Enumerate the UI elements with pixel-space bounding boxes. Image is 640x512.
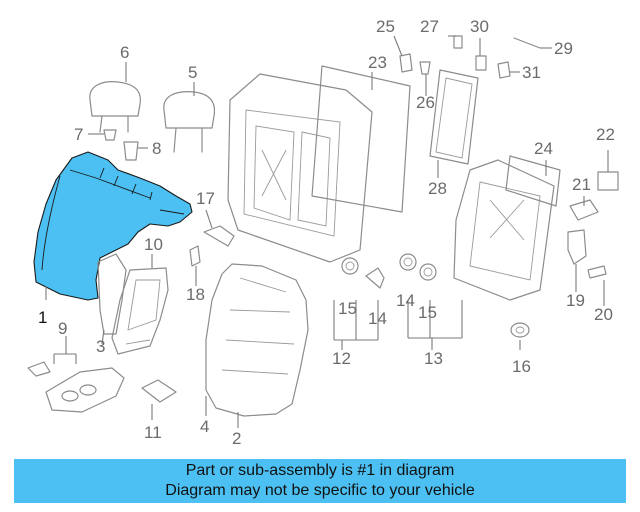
callout-13[interactable]: 13: [424, 349, 443, 368]
part-5-headrest[interactable]: [163, 91, 216, 153]
part-21-cover[interactable]: [569, 199, 599, 221]
callout-14b[interactable]: 14: [396, 291, 415, 310]
callout-16[interactable]: 16: [512, 357, 531, 376]
part-31-clip[interactable]: [497, 61, 511, 79]
part-2-seat-back-cushion[interactable]: [205, 263, 309, 417]
part-16-washer[interactable]: [510, 322, 530, 338]
callout-12[interactable]: 12: [332, 349, 351, 368]
info-banner: Part or sub-assembly is #1 in diagram Di…: [14, 459, 626, 503]
part-3-side-bolster[interactable]: [97, 253, 127, 335]
part-15-bushing-left[interactable]: [341, 257, 359, 275]
part-22-button[interactable]: [597, 171, 619, 191]
part-10-armrest-frame[interactable]: [111, 267, 169, 355]
diagram-canvas: 1 2 3 4 5 6 7 8 9 10 11 12 13 14 14 15 1…: [27, 17, 619, 448]
part-29-rod[interactable]: [513, 37, 541, 49]
part-17-bracket[interactable]: [203, 225, 235, 247]
part-30-clip[interactable]: [475, 55, 487, 71]
part-6-headrest[interactable]: [89, 81, 141, 133]
callout-17[interactable]: 17: [196, 189, 215, 208]
part-14-bolt-left[interactable]: [365, 267, 385, 289]
part-28-panel[interactable]: [429, 69, 479, 165]
part-24-back-panel[interactable]: [505, 155, 561, 207]
callout-31[interactable]: 31: [522, 63, 541, 82]
part-19-latch[interactable]: [567, 229, 587, 265]
banner-line-disclaimer: Diagram may not be specific to your vehi…: [165, 482, 475, 499]
part-14-bolt-right[interactable]: [399, 253, 417, 271]
callout-11[interactable]: 11: [144, 423, 162, 442]
part-9-armrest[interactable]: [27, 361, 125, 413]
callout-18[interactable]: 18: [186, 285, 205, 304]
part-20-bolt[interactable]: [587, 265, 607, 279]
callout-5[interactable]: 5: [188, 63, 197, 82]
callout-4[interactable]: 4: [200, 417, 209, 436]
callout-26[interactable]: 26: [416, 93, 435, 112]
callout-1[interactable]: 1: [38, 308, 47, 327]
callout-28[interactable]: 28: [428, 179, 447, 198]
seat-back-frame-left[interactable]: [227, 73, 373, 263]
callout-7[interactable]: 7: [74, 125, 83, 144]
part-15-bushing-right[interactable]: [419, 263, 437, 281]
callout-23[interactable]: 23: [368, 53, 387, 72]
part-27-pin[interactable]: [453, 35, 463, 49]
callout-22[interactable]: 22: [596, 125, 615, 144]
callout-6[interactable]: 6: [120, 43, 129, 62]
callout-9[interactable]: 9: [58, 319, 67, 338]
part-23-back-panel[interactable]: [311, 65, 411, 213]
callout-29[interactable]: 29: [554, 39, 573, 58]
callout-8[interactable]: 8: [152, 139, 161, 158]
part-18-clip[interactable]: [189, 245, 201, 267]
callout-2[interactable]: 2: [232, 429, 241, 448]
callout-labels: 1 2 3 4 5 6 7 8 9 10 11 12 13 14 14 15 1…: [38, 17, 615, 448]
callout-25[interactable]: 25: [376, 17, 395, 36]
part-8-guide[interactable]: [123, 141, 139, 161]
callout-15b[interactable]: 15: [418, 303, 437, 322]
callout-14a[interactable]: 14: [368, 309, 387, 328]
part-7-guide[interactable]: [103, 129, 117, 141]
callout-21[interactable]: 21: [572, 175, 591, 194]
callout-27[interactable]: 27: [420, 17, 439, 36]
callout-24[interactable]: 24: [534, 139, 553, 158]
callout-15a[interactable]: 15: [338, 299, 357, 318]
seat-back-frame-right[interactable]: [453, 159, 555, 301]
part-1-seat-back-panel[interactable]: [33, 151, 193, 301]
leader-lines: [45, 35, 609, 428]
callout-19[interactable]: 19: [566, 291, 585, 310]
part-26-screw[interactable]: [419, 61, 431, 75]
callout-10[interactable]: 10: [144, 235, 163, 254]
callout-30[interactable]: 30: [470, 17, 489, 36]
banner-line-part-number: Part or sub-assembly is #1 in diagram: [185, 462, 455, 479]
part-11-cover[interactable]: [141, 379, 177, 403]
callout-20[interactable]: 20: [594, 305, 613, 324]
part-25-clip[interactable]: [399, 53, 413, 73]
callout-3[interactable]: 3: [96, 337, 105, 356]
